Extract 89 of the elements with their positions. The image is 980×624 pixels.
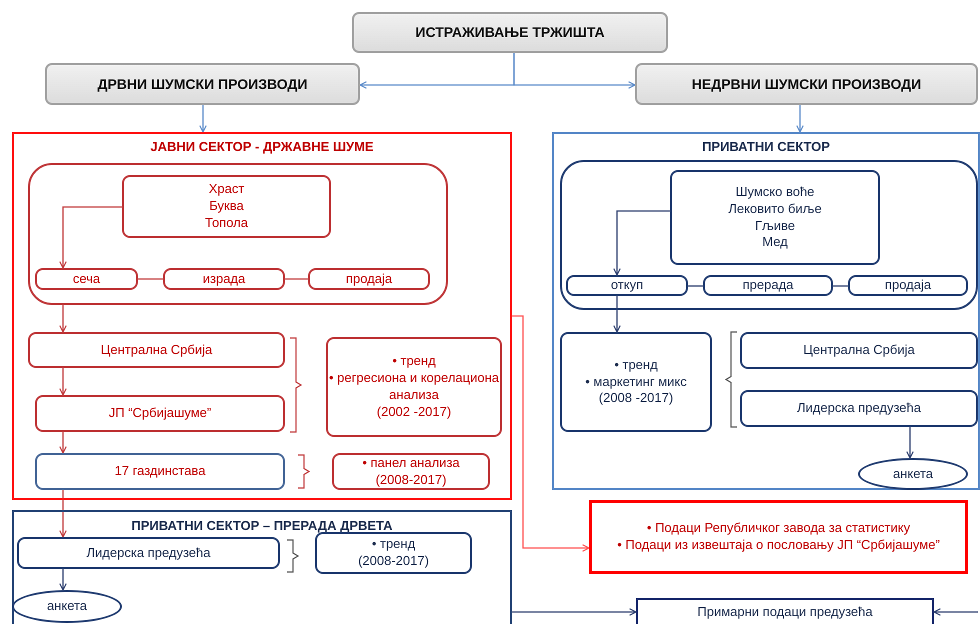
box-text: Лековито биље [728,200,822,218]
box-text: сеча [72,270,100,288]
process-box [740,332,978,369]
arrow [613,210,670,276]
arrow [796,105,804,133]
box-text: Централна Србија [100,342,212,358]
process-box [17,537,280,569]
arrow [59,490,67,538]
box-text: • маркетинг микс [585,374,687,390]
arrow [513,53,636,89]
process-box [163,268,285,290]
group-box [28,163,448,305]
arrow [199,105,207,133]
arrow [59,305,67,333]
box-text: (2002 -2017) [376,404,452,421]
process-box [566,275,688,296]
header-box [635,63,978,105]
arrow [512,608,637,616]
arrow [613,296,621,333]
process-box [35,395,285,432]
connector-line [285,278,308,280]
arrow [59,569,67,591]
data-source-box [589,500,968,574]
box-text: • Подаци Републичког завода за статистику [646,520,910,537]
section-frame [12,132,512,500]
process-box [35,268,138,290]
arrow [59,368,67,396]
arrow [59,432,67,454]
box-text: Шумско воће [736,184,814,201]
process-box [740,390,978,427]
box-text: (2008-2017) [376,472,446,488]
process-box [35,453,285,490]
process-box [670,170,880,265]
box-text: анкета [46,598,88,615]
box-text: Лидерска предузећа [797,400,921,417]
box-text: анкета [892,466,934,482]
box-text: • регресиона и корелациона анализа [328,370,500,404]
section-frame [12,510,512,624]
connector-line [688,285,703,287]
connector-line [833,285,848,287]
box-text: (2008 -2017) [598,390,674,408]
section-title: ЈАВНИ СЕКТОР - ДРЖАВНЕ ШУМЕ [149,139,375,154]
section-frame [552,132,980,490]
box-text: израда [202,270,246,288]
box-text: 17 газдинстава [114,463,206,480]
survey-ellipse [858,458,968,490]
box-text: Гљиве [754,218,796,234]
box-text: • тренд [614,356,658,374]
process-box [848,275,968,296]
process-box [308,268,430,290]
box-text: • панел анализа [362,454,460,472]
header-box [352,12,668,53]
box-text: Буква [209,198,244,215]
process-box [560,332,712,432]
process-box [315,532,472,574]
box-text: Храст [208,181,244,198]
box-text: ЈП “Србијашуме” [108,405,212,422]
arrow [512,315,590,552]
process-box [332,453,490,490]
process-box [28,332,285,368]
box-text: продаја [346,270,392,288]
box-text: прерада [742,277,794,294]
section-title: ПРИВАТНИ СЕКТОР [701,139,831,154]
group-box [560,160,978,310]
box-text: Примарни подаци предузећа [697,604,873,620]
connector-line [138,278,163,280]
arrow [933,608,978,616]
process-box [703,275,833,296]
arrow [59,206,122,269]
header-text: НЕДРВНИ ШУМСКИ ПРОИЗВОДИ [692,74,922,94]
header-text: ИСТРАЖИВАЊЕ ТРЖИШТА [415,23,605,42]
box-text: Мед [762,234,788,252]
box-text: продаја [884,277,932,294]
survey-ellipse [12,590,122,623]
process-box [326,337,502,437]
process-box [636,598,934,624]
box-text: • тренд [392,353,436,370]
process-box [122,175,331,238]
box-text: Лидерска предузећа [86,544,210,562]
section-title: ПРИВАТНИ СЕКТОР – ПРЕРАДА ДРВЕТА [130,518,394,533]
arrow [906,427,914,459]
header-box [45,63,360,105]
box-text: Топола [205,214,248,232]
box-text: • тренд [372,536,416,553]
box-text: откуп [610,277,644,294]
header-text: ДРВНИ ШУМСКИ ПРОИЗВОДИ [98,74,308,94]
box-text: • Подаци из извештаја о пословању ЈП “Србијашуме” [617,537,940,554]
box-text: Централна Србија [803,342,915,359]
box-text: (2008-2017) [358,553,429,570]
